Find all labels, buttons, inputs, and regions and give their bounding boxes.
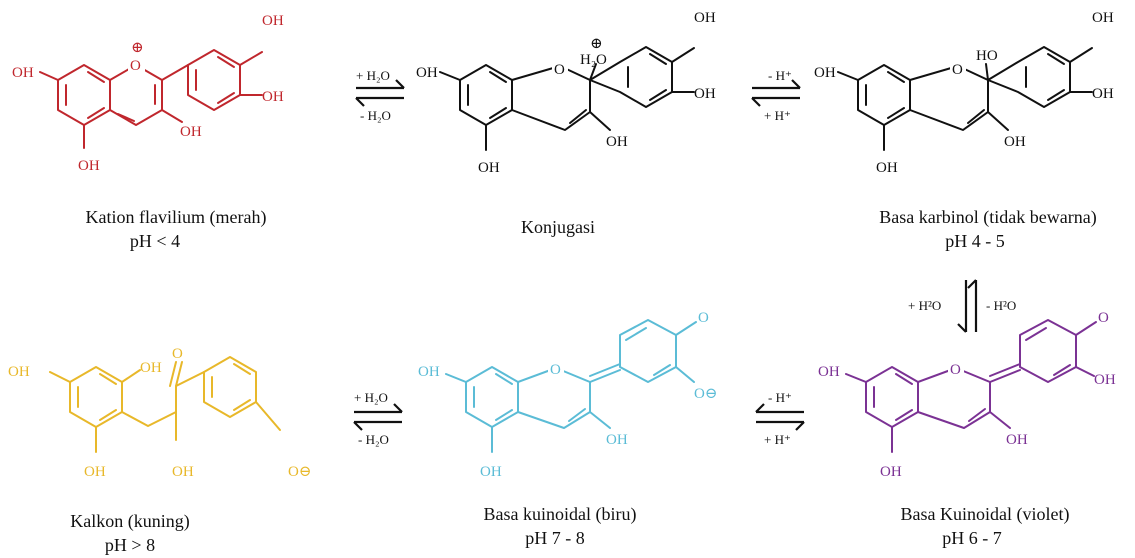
conjugate-atom-labels: OH OH OH OH OH O H₂O ⊕ [416, 10, 716, 176]
violet-ring-oxygen: O [950, 362, 961, 378]
chalcone-oh-c: OH [84, 464, 106, 480]
flavylium-oh5: OH [78, 158, 100, 174]
flavylium-oh3: OH [180, 124, 202, 140]
eq4-bottom-condition: + H⁺ [764, 432, 791, 447]
conjugate-ring-oxygen: O [554, 62, 565, 78]
eq3-left-condition: + H²O [908, 298, 941, 313]
conjugate-oh4p: OH [694, 10, 716, 26]
flavylium-ring-oxygen: O [130, 58, 141, 74]
quinoidal-violet-name: Basa Kuinoidal (violet) [901, 504, 1070, 525]
flavylium-oh3p: OH [262, 89, 284, 105]
conjugate-oh3: OH [606, 134, 628, 150]
conjugate-oh7: OH [416, 65, 438, 81]
eq5-bottom-condition: - H₂O [358, 432, 389, 447]
carbinol-atom-labels: OH OH OH OH OH O HO [814, 10, 1114, 176]
equilibrium-arrow-2 [751, 79, 801, 107]
quinoidal-violet-structure [845, 319, 1097, 453]
violet-ketone-oxygen: O [1098, 310, 1109, 326]
conjugate-name: Konjugasi [521, 217, 595, 237]
carbinol-ph: pH 4 - 5 [945, 231, 1005, 251]
violet-oh5: OH [880, 464, 902, 480]
carbinol-name: Basa karbinol (tidak bewarna) [879, 207, 1096, 228]
conjugate-oh5: OH [478, 160, 500, 176]
chalcone-ph: pH > 8 [105, 535, 155, 555]
violet-oh7: OH [818, 364, 840, 380]
conjugate-h2o: H₂O [580, 52, 607, 68]
blue-ketone-oxygen: O [698, 310, 709, 326]
carbinol-oh4p: OH [1092, 10, 1114, 26]
carbinol-oh5: OH [876, 160, 898, 176]
quinoidal-blue-atom-labels: OH OH OH O O O⊖ [418, 310, 717, 480]
flavylium-atom-labels: OH OH OH OH OH O ⊕ [12, 13, 284, 174]
chalcone-atom-labels: OH OH OH OH O O⊖ [8, 346, 311, 480]
blue-phenoxide: O⊖ [694, 386, 717, 402]
blue-oh7: OH [418, 364, 440, 380]
carbinol-structure [837, 46, 1093, 151]
quinoidal-blue-structure [445, 319, 697, 453]
eq2-top-condition: - H⁺ [768, 68, 792, 83]
carbinol-oh3: OH [1004, 134, 1026, 150]
quinoidal-blue-name: Basa kuinoidal (biru) [484, 504, 637, 525]
eq5-top-condition: + H₂O [354, 390, 388, 405]
carbinol-ho2: HO [976, 48, 998, 64]
flavylium-cation-structure [39, 49, 263, 149]
conjugate-structure [439, 46, 695, 151]
eq1-bottom-condition: - H₂O [360, 108, 391, 123]
carbinol-ring-oxygen: O [952, 62, 963, 78]
eq1-top-condition: + H₂O [356, 68, 390, 83]
quinoidal-violet-ph: pH 6 - 7 [942, 528, 1002, 548]
flavylium-positive-charge: ⊕ [131, 40, 144, 56]
flavylium-ph: pH < 4 [130, 231, 180, 251]
conjugate-positive-charge: ⊕ [590, 36, 603, 52]
chalcone-phenoxide: O⊖ [288, 464, 311, 480]
blue-ring-oxygen: O [550, 362, 561, 378]
carbinol-oh7: OH [814, 65, 836, 81]
violet-oh3p: OH [1094, 372, 1116, 388]
carbinol-oh3p: OH [1092, 86, 1114, 102]
quinoidal-violet-atom-labels: OH OH OH OH O O [818, 310, 1116, 480]
chalcone-oh-d: OH [172, 464, 194, 480]
equilibrium-arrow-5 [353, 403, 403, 431]
quinoidal-blue-ph: pH 7 - 8 [525, 528, 585, 548]
equilibrium-arrow-3 [957, 279, 978, 333]
violet-oh3: OH [1006, 432, 1028, 448]
chalcone-name: Kalkon (kuning) [70, 511, 189, 532]
eq4-top-condition: - H⁺ [768, 390, 792, 405]
chalcone-oh-b: OH [140, 360, 162, 376]
equilibrium-arrow-4 [755, 403, 805, 431]
flavylium-name: Kation flavilium (merah) [86, 207, 267, 228]
eq2-bottom-condition: + H⁺ [764, 108, 791, 123]
chalcone-oh-a: OH [8, 364, 30, 380]
chalcone-structure [49, 356, 281, 453]
chalcone-ketone-oxygen: O [172, 346, 183, 362]
eq3-right-condition: - H²O [986, 298, 1016, 313]
blue-oh3: OH [606, 432, 628, 448]
flavylium-oh4p: OH [262, 13, 284, 29]
flavylium-oh7: OH [12, 65, 34, 81]
equilibrium-arrow-1 [355, 79, 405, 107]
conjugate-oh3p: OH [694, 86, 716, 102]
blue-oh5: OH [480, 464, 502, 480]
